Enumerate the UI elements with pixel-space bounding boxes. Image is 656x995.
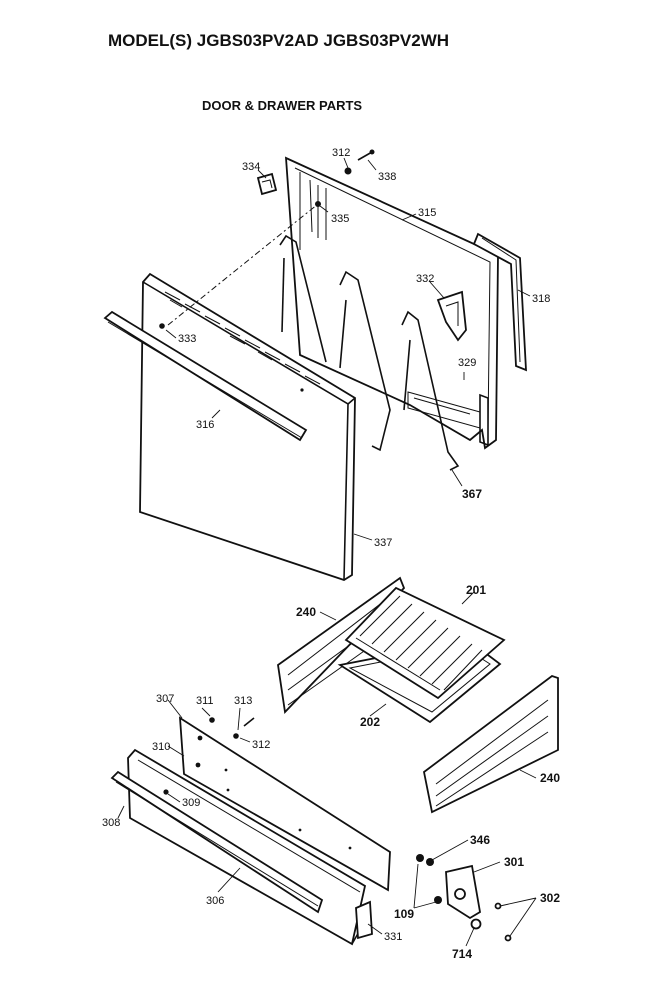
label-335: 335 [331, 213, 349, 225]
label-318: 318 [532, 293, 550, 305]
label-308: 308 [102, 817, 120, 829]
door-inner-liner [284, 156, 499, 450]
drawer-screws [209, 717, 255, 739]
label-311: 311 [196, 695, 214, 707]
drawer-bracket [355, 900, 373, 940]
label-301: 301 [504, 855, 524, 869]
door-clip [256, 172, 278, 196]
label-312-door: 312 [332, 147, 350, 159]
label-310: 310 [152, 741, 170, 753]
label-714: 714 [452, 947, 472, 961]
label-331: 331 [384, 931, 402, 943]
door-side-trim [472, 232, 527, 372]
label-367: 367 [462, 487, 482, 501]
door-outer-panel [139, 272, 356, 581]
label-332: 332 [416, 273, 434, 285]
label-333: 333 [178, 333, 196, 345]
label-315: 315 [418, 207, 436, 219]
broiler-grid [344, 586, 506, 700]
drawer-roller-assembly [416, 854, 512, 942]
door-vent-slots [164, 291, 321, 385]
drawer-handle [110, 770, 324, 914]
label-240-right: 240 [540, 771, 560, 785]
label-334: 334 [242, 161, 260, 173]
label-329: 329 [458, 357, 476, 369]
label-306: 306 [206, 895, 224, 907]
label-240-left: 240 [296, 605, 316, 619]
alignment-line [167, 203, 319, 326]
leader-lines [117, 157, 537, 947]
label-312-drawer: 312 [252, 739, 270, 751]
label-346: 346 [470, 833, 490, 847]
label-109: 109 [394, 907, 414, 921]
model-title: MODEL(S) JGBS03PV2AD JGBS03PV2WH [108, 31, 449, 50]
door-handle [103, 310, 308, 442]
label-313: 313 [234, 695, 252, 707]
label-201: 201 [466, 583, 486, 597]
door-hinge-rods [279, 234, 460, 471]
section-title: DOOR & DRAWER PARTS [202, 98, 362, 113]
label-202: 202 [360, 715, 380, 729]
label-316: 316 [196, 419, 214, 431]
door-bracket [436, 290, 467, 342]
drawer-right-rail [423, 674, 559, 814]
label-338: 338 [378, 171, 396, 183]
label-302: 302 [540, 891, 560, 905]
label-309: 309 [182, 797, 200, 809]
label-337: 337 [374, 537, 392, 549]
label-307: 307 [156, 693, 174, 705]
part-labels: 334 312 338 335 315 318 332 329 333 316 … [102, 147, 560, 961]
